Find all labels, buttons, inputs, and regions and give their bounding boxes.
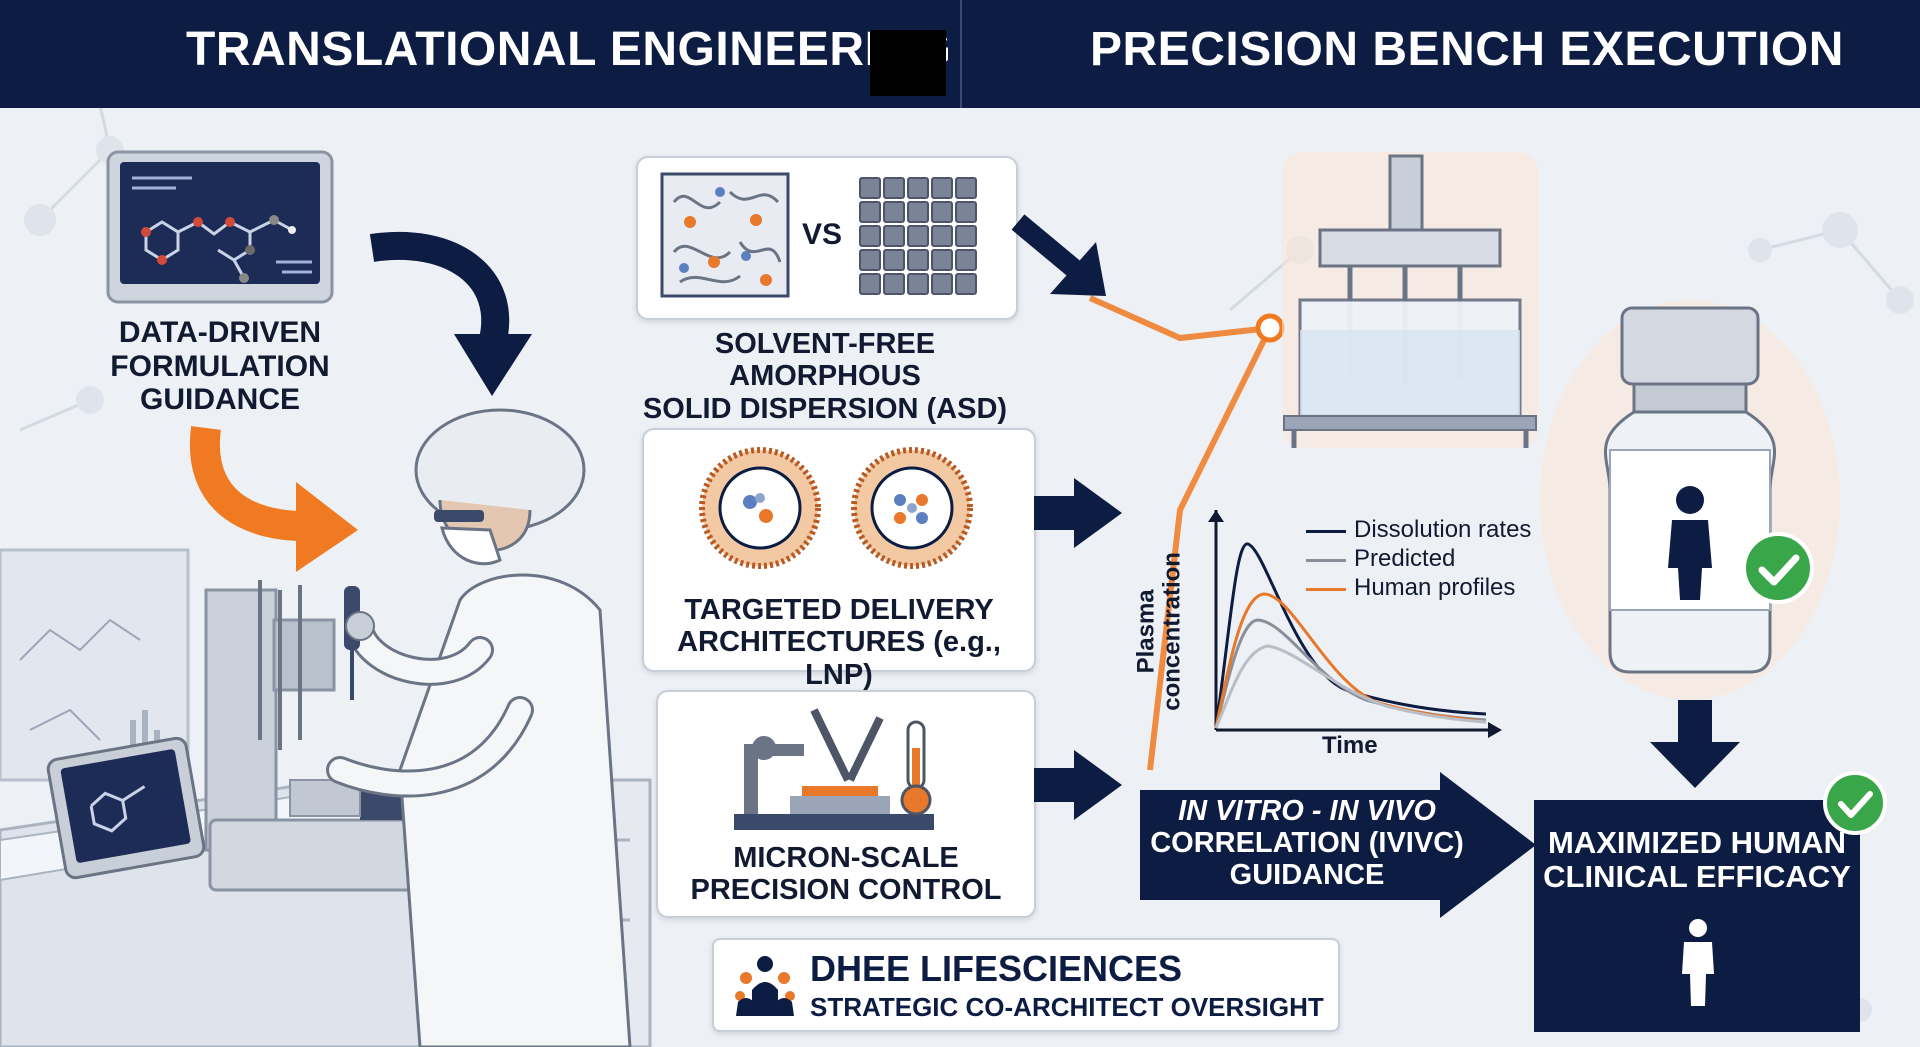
grid-cell	[883, 177, 905, 199]
dissolution-apparatus-illustration	[1282, 152, 1538, 448]
grid-cell	[955, 249, 977, 271]
grid-cell	[859, 201, 881, 223]
lnp-card: TARGETED DELIVERY ARCHITECTURES (e.g., L…	[642, 428, 1036, 691]
grid-cell	[859, 225, 881, 247]
grid-cell	[907, 177, 929, 199]
asd-crystalline-grid-icon	[859, 177, 977, 295]
outcome-line-2: CLINICAL EFFICACY	[1543, 859, 1851, 895]
scientist-illustration	[326, 408, 632, 1047]
thermometer-icon	[900, 720, 932, 816]
grid-cell	[931, 177, 953, 199]
brand-name: DHEE LIFESCIENCES	[810, 948, 1183, 989]
grid-cell	[883, 201, 905, 223]
ivivc-arrow-shape	[1140, 772, 1536, 918]
curve-human-profiles	[1214, 592, 1487, 729]
guidance-label-line-3: GUIDANCE	[139, 383, 300, 417]
header-title-right: PRECISION BENCH EXECUTION	[1090, 23, 1844, 76]
asd-vs-text: VS	[802, 218, 843, 251]
grid-cell	[955, 273, 977, 295]
grid-cell	[883, 273, 905, 295]
lnp-label: TARGETED DELIVERY ARCHITECTURES (e.g., L…	[644, 594, 1034, 691]
grid-cell	[955, 225, 977, 247]
micron-label-line-2: PRECISION CONTROL	[690, 874, 1002, 907]
grid-cell	[859, 177, 881, 199]
brand-box: DHEE LIFESCIENCES STRATEGIC CO-ARCHITECT…	[712, 938, 1340, 1032]
micron-label: MICRON-SCALE PRECISION CONTROL	[658, 842, 1034, 907]
legend-line-human	[1306, 588, 1346, 591]
grid-cell	[931, 249, 953, 271]
grid-cell	[883, 225, 905, 247]
arrow-down-to-outcome	[1650, 700, 1740, 788]
curve-dissolution-rates	[1214, 542, 1487, 729]
human-figure-icon	[1682, 919, 1714, 1006]
grid-cell	[955, 177, 977, 199]
asd-label-line-2: SOLID DISPERSION (ASD)	[642, 392, 1008, 425]
guidance-label-line-1: DATA-DRIVEN	[118, 316, 322, 349]
arrow-asd-to-bench	[1011, 214, 1106, 296]
graph-ylabel: Plasma concentration	[1132, 552, 1186, 711]
asd-label: SOLVENT-FREE AMORPHOUS SOLID DISPERSION …	[616, 328, 1034, 425]
grid-cell	[907, 225, 929, 247]
grid-cell	[931, 201, 953, 223]
grid-cell	[859, 249, 881, 271]
micron-label-line-1: MICRON-SCALE	[733, 842, 959, 874]
legend-line-predicted	[1306, 559, 1346, 562]
graph-xlabel: Time	[1322, 732, 1378, 759]
vial-illustration	[1540, 300, 1840, 700]
ivivc-line-3: GUIDANCE	[1229, 858, 1385, 891]
header-title-left: TRANSLATIONAL ENGINEERING	[186, 23, 952, 76]
guidance-label: DATA-DRIVEN FORMULATION GUIDANCE	[100, 316, 340, 417]
asd-amorphous-icon	[660, 172, 790, 298]
grid-cell	[907, 273, 929, 295]
tablet-molecule-illustration	[106, 150, 334, 304]
redaction-box	[870, 30, 946, 96]
asd-label-line-1: SOLVENT-FREE AMORPHOUS	[714, 328, 936, 393]
micron-precision-instrument-icon	[734, 708, 934, 830]
checkmark-icon-outcome	[1823, 771, 1887, 835]
grid-cell	[955, 201, 977, 223]
arrow-lnp-to-bench	[1034, 478, 1122, 548]
curve-predicted-2	[1214, 644, 1487, 729]
ivivc-line-1: IN VITRO - IN VIVO	[1178, 795, 1436, 827]
outcome-line-1: MAXIMIZED HUMAN	[1548, 825, 1846, 860]
ivivc-line-2: CORRELATION (IVIVC)	[1150, 826, 1464, 859]
legend-dissolution: Dissolution rates	[1354, 516, 1532, 543]
grid-cell	[931, 225, 953, 247]
header-divider	[960, 0, 962, 108]
team-network-icon	[735, 956, 795, 1016]
grid-cell	[931, 273, 953, 295]
grid-cell	[883, 249, 905, 271]
checkmark-icon-vial	[1742, 532, 1814, 604]
grid-cell	[859, 273, 881, 295]
plasma-concentration-graph	[1208, 510, 1502, 738]
guidance-label-line-2: FORMULATION	[110, 349, 330, 383]
lnp-particle-icon-2	[851, 447, 973, 569]
ivivc-label: IN VITRO - IN VIVO CORRELATION (IVIVC) G…	[1148, 795, 1466, 892]
legend-human-profiles: Human profiles	[1354, 574, 1516, 601]
brand-tagline: STRATEGIC CO-ARCHITECT OVERSIGHT	[810, 992, 1324, 1022]
lnp-particle-icon-1	[699, 447, 821, 569]
navy-curved-arrow	[369, 231, 532, 396]
grid-cell	[907, 249, 929, 271]
arrow-micron-to-bench	[1034, 750, 1122, 820]
lnp-label-line-2: ARCHITECTURES (e.g., LNP)	[677, 626, 1001, 691]
orange-curved-arrow	[189, 426, 358, 572]
legend-predicted: Predicted	[1354, 545, 1456, 572]
header-bar: TRANSLATIONAL ENGINEERING PRECISION BENC…	[0, 0, 1920, 108]
lnp-label-line-1: TARGETED DELIVERY	[684, 594, 994, 626]
legend-line-dissolution	[1306, 530, 1346, 533]
grid-cell	[907, 201, 929, 223]
